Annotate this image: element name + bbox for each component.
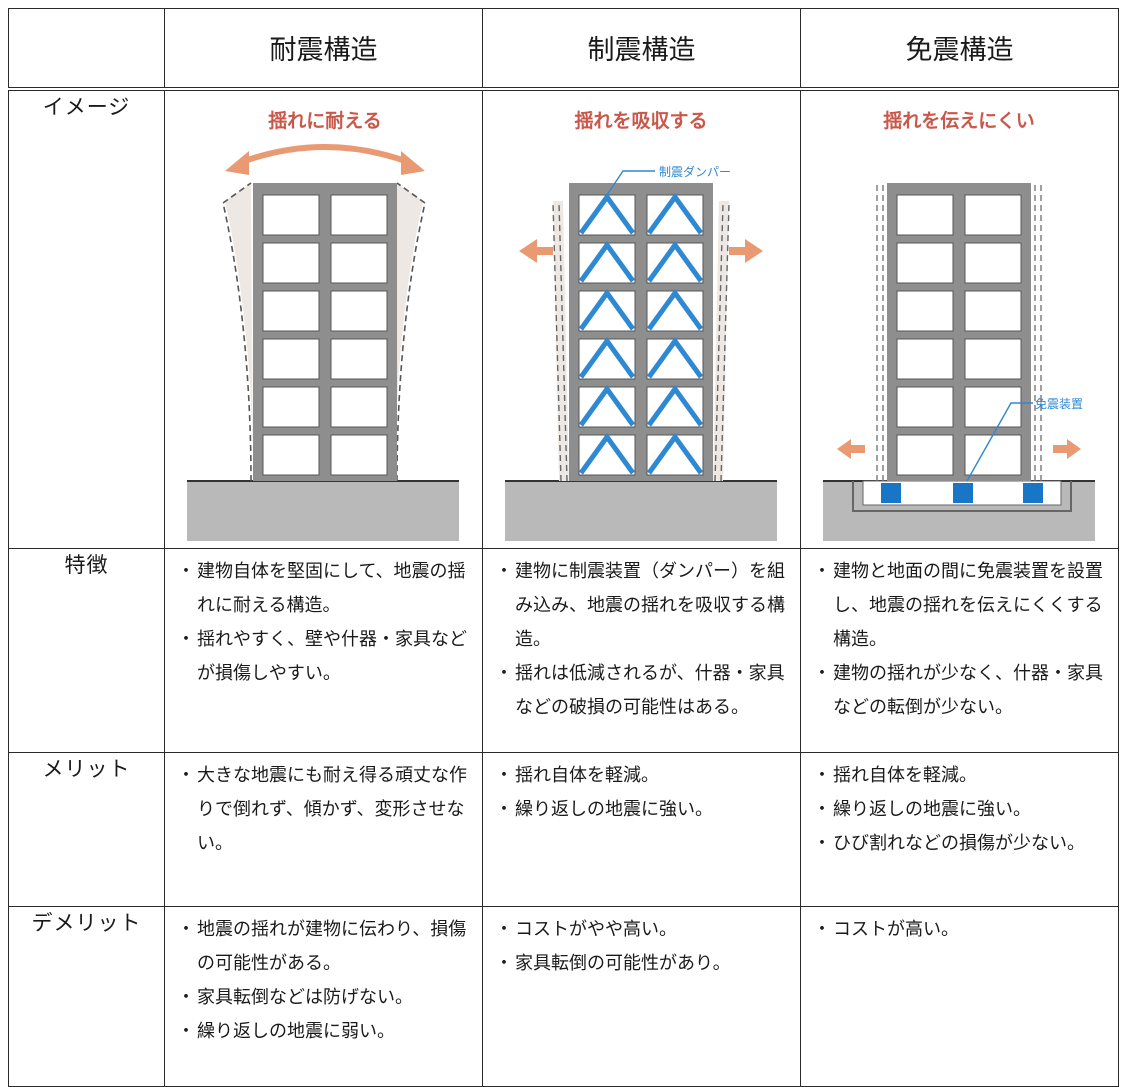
header-taishin: 耐震構造 xyxy=(164,8,483,91)
damper-leader-line xyxy=(606,169,655,195)
arrow-head-right xyxy=(401,150,425,175)
header-row: 耐震構造 制震構造 免震構造 xyxy=(8,8,1119,91)
list-item: コストがやや高い。 xyxy=(495,913,790,947)
list-item: 建物自体を堅固にして、地震の揺れに耐える構造。 xyxy=(177,555,472,623)
list-item: 建物に制震装置（ダンパー）を組み込み、地震の揺れを吸収する構造。 xyxy=(495,555,790,657)
header-corner xyxy=(8,8,165,91)
merit-seishin-list: 揺れ自体を軽減。 繰り返しの地震に強い。 xyxy=(483,753,800,827)
merit-taishin: 大きな地震にも耐え得る頑丈な作りで倒れず、傾かず、変形させない。 xyxy=(164,752,483,907)
arrow-left xyxy=(837,438,865,459)
sway-line-right xyxy=(396,202,426,481)
feature-seishin-list: 建物に制震装置（ダンパー）を組み込み、地震の揺れを吸収する構造。 揺れは低減され… xyxy=(483,549,800,725)
header-menshin: 免震構造 xyxy=(800,8,1119,91)
foundation-pit xyxy=(852,480,1072,512)
windows xyxy=(578,194,704,475)
sway-shadow-right xyxy=(395,182,423,481)
feature-menshin: 建物と地面の間に免震装置を設置し、地震の揺れを伝えにくくする構造。 建物の揺れが… xyxy=(800,548,1119,753)
row-label-image: イメージ xyxy=(8,88,165,549)
isolator-label: 免震装置 xyxy=(1035,396,1083,411)
ground xyxy=(187,480,459,541)
list-item: 建物の揺れが少なく、什器・家具などの転倒が少ない。 xyxy=(813,657,1108,725)
damper-label: 制震ダンパー xyxy=(659,164,731,179)
feature-menshin-list: 建物と地面の間に免震装置を設置し、地震の揺れを伝えにくくする構造。 建物の揺れが… xyxy=(801,549,1118,725)
arrow-left xyxy=(519,238,553,263)
isolators xyxy=(881,482,1043,503)
sway-line-left xyxy=(222,202,252,481)
structure-comparison-table: 耐震構造 制震構造 免震構造 イメージ xyxy=(8,8,1119,1087)
menshin-illustration: 免震装置 揺れを伝えにくい xyxy=(823,109,1095,541)
caption-menshin: 揺れを伝えにくい xyxy=(883,109,1035,132)
demerit-taishin: 地震の揺れが建物に伝わり、損傷の可能性がある。 家具転倒などは防げない。 繰り返… xyxy=(164,906,483,1087)
merit-taishin-list: 大きな地震にも耐え得る頑丈な作りで倒れず、傾かず、変形させない。 xyxy=(165,753,482,861)
list-item: 揺れやすく、壁や什器・家具などが損傷しやすい。 xyxy=(177,623,472,691)
demerit-seishin: コストがやや高い。 家具転倒の可能性があり。 xyxy=(482,906,801,1087)
caption-seishin: 揺れを吸収する xyxy=(574,109,707,132)
list-item: 揺れは低減されるが、什器・家具などの破損の可能性はある。 xyxy=(495,657,790,725)
feature-taishin-list: 建物自体を堅固にして、地震の揺れに耐える構造。 揺れやすく、壁や什器・家具などが… xyxy=(165,549,482,691)
demerit-row: デメリット 地震の揺れが建物に伝わり、損傷の可能性がある。 家具転倒などは防げな… xyxy=(8,906,1119,1087)
list-item: 繰り返しの地震に強い。 xyxy=(495,793,790,827)
merit-seishin: 揺れ自体を軽減。 繰り返しの地震に強い。 xyxy=(482,752,801,907)
demerit-taishin-list: 地震の揺れが建物に伝わり、損傷の可能性がある。 家具転倒などは防げない。 繰り返… xyxy=(165,907,482,1049)
list-item: 家具転倒の可能性があり。 xyxy=(495,947,790,981)
seishin-illustration: 制震ダンパー 揺れを吸収する xyxy=(505,109,777,541)
merit-menshin-list: 揺れ自体を軽減。 繰り返しの地震に強い。 ひび割れなどの損傷が少ない。 xyxy=(801,753,1118,861)
arrow-head-left xyxy=(225,150,249,175)
dampers xyxy=(578,192,704,474)
feature-taishin: 建物自体を堅固にして、地震の揺れに耐える構造。 揺れやすく、壁や什器・家具などが… xyxy=(164,548,483,753)
caption-taishin: 揺れに耐える xyxy=(268,109,381,132)
image-row: イメージ xyxy=(8,88,1119,549)
list-item: 揺れ自体を軽減。 xyxy=(813,759,1108,793)
demerit-menshin-list: コストが高い。 xyxy=(801,907,1118,947)
row-label-merit: メリット xyxy=(8,752,165,907)
merit-row: メリット 大きな地震にも耐え得る頑丈な作りで倒れず、傾かず、変形させない。 揺れ… xyxy=(8,752,1119,907)
list-item: 地震の揺れが建物に伝わり、損傷の可能性がある。 xyxy=(177,913,472,981)
list-item: 揺れ自体を軽減。 xyxy=(495,759,790,793)
row-label-demerit: デメリット xyxy=(8,906,165,1087)
list-item: 繰り返しの地震に弱い。 xyxy=(177,1015,472,1049)
list-item: ひび割れなどの損傷が少ない。 xyxy=(813,827,1108,861)
windows xyxy=(896,194,1022,475)
feature-row: 特徴 建物自体を堅固にして、地震の揺れに耐える構造。 揺れやすく、壁や什器・家具… xyxy=(8,548,1119,753)
header-seishin: 制震構造 xyxy=(482,8,801,91)
image-taishin: 揺れに耐える xyxy=(164,88,483,549)
list-item: 建物と地面の間に免震装置を設置し、地震の揺れを伝えにくくする構造。 xyxy=(813,555,1108,657)
demerit-seishin-list: コストがやや高い。 家具転倒の可能性があり。 xyxy=(483,907,800,981)
list-item: コストが高い。 xyxy=(813,913,1108,947)
merit-menshin: 揺れ自体を軽減。 繰り返しの地震に強い。 ひび割れなどの損傷が少ない。 xyxy=(800,752,1119,907)
double-arrow-curve xyxy=(237,143,413,166)
ground xyxy=(505,480,777,541)
list-item: 家具転倒などは防げない。 xyxy=(177,981,472,1015)
arrow-right xyxy=(1053,438,1081,459)
feature-seishin: 建物に制震装置（ダンパー）を組み込み、地震の揺れを吸収する構造。 揺れは低減され… xyxy=(482,548,801,753)
image-menshin: 免震装置 揺れを伝えにくい xyxy=(800,88,1119,549)
row-label-feature: 特徴 xyxy=(8,548,165,753)
isolator-leader-line xyxy=(966,401,1033,481)
arrow-right xyxy=(729,238,763,263)
sway-shadow-left xyxy=(225,182,253,481)
list-item: 大きな地震にも耐え得る頑丈な作りで倒れず、傾かず、変形させない。 xyxy=(177,759,472,861)
list-item: 繰り返しの地震に強い。 xyxy=(813,793,1108,827)
demerit-menshin: コストが高い。 xyxy=(800,906,1119,1087)
taishin-illustration: 揺れに耐える xyxy=(187,109,459,541)
sway-lines xyxy=(552,202,730,481)
windows xyxy=(262,194,388,475)
image-seishin: 制震ダンパー 揺れを吸収する xyxy=(482,88,801,549)
